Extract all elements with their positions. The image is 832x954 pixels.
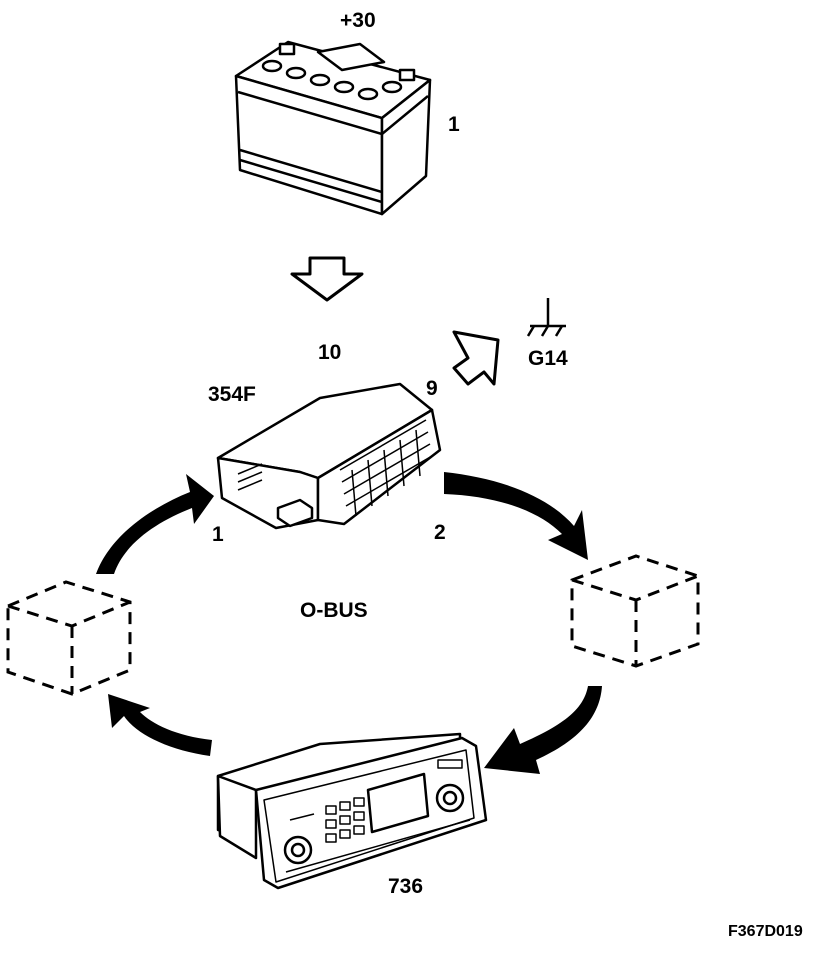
ground-label: G14 bbox=[528, 347, 568, 370]
bus-name-label: O-BUS bbox=[300, 599, 368, 622]
ring-arrow-icon bbox=[108, 694, 212, 756]
dashed-cube-icon bbox=[6, 580, 132, 696]
ring-arrow-icon bbox=[484, 686, 602, 774]
ring-arrow-icon bbox=[96, 474, 214, 574]
ring-arrows bbox=[96, 472, 602, 774]
supply-label: +30 bbox=[340, 9, 376, 32]
unit-code-label: 736 bbox=[388, 875, 424, 898]
figure-code-label: F367D019 bbox=[728, 923, 803, 940]
radio-unit-icon bbox=[216, 732, 488, 890]
module-code-label: 354F bbox=[208, 383, 256, 406]
ground-symbol-icon bbox=[526, 298, 566, 337]
arrow-up-right-icon bbox=[452, 330, 500, 386]
connector-9-label: 9 bbox=[426, 377, 438, 400]
control-module-icon bbox=[216, 382, 442, 530]
port-out-label: 2 bbox=[434, 521, 446, 544]
battery-icon bbox=[234, 40, 432, 216]
arrow-down-icon bbox=[290, 256, 364, 302]
dashed-cube-icon bbox=[570, 554, 700, 668]
node-number-label: 10 bbox=[318, 341, 342, 364]
port-in-label: 1 bbox=[212, 523, 224, 546]
ring-arrow-icon bbox=[444, 472, 588, 560]
battery-number-label: 1 bbox=[448, 113, 460, 136]
